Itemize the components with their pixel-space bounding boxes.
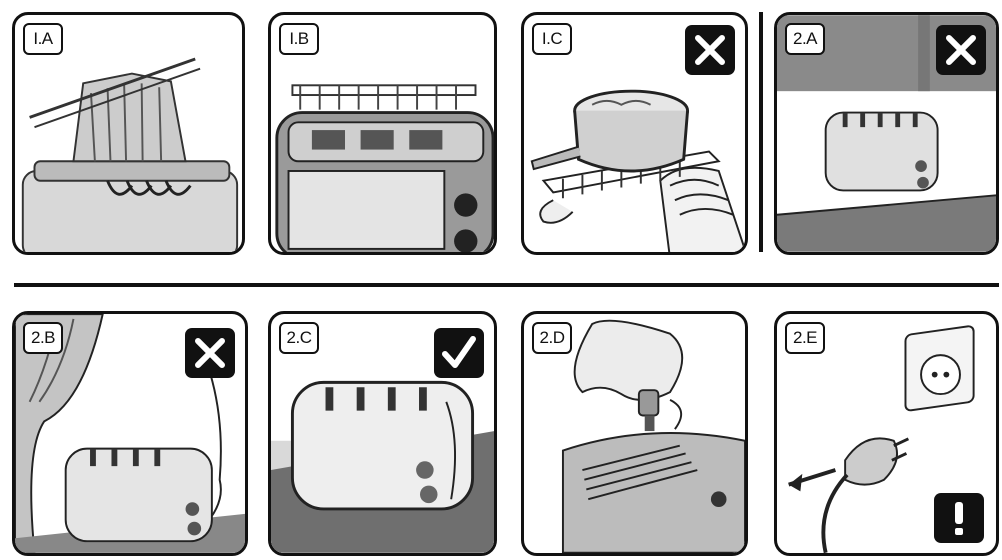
panel-label: 2.A xyxy=(785,23,825,55)
exclamation-icon xyxy=(934,493,984,543)
panel-label: 2.B xyxy=(23,322,63,354)
panel-1c: I.C xyxy=(521,12,748,255)
panel-label: I.B xyxy=(279,23,319,55)
panel-1b: I.B xyxy=(268,12,497,255)
section-divider-horizontal xyxy=(14,283,999,287)
panel-label: 2.D xyxy=(532,322,572,354)
cross-icon xyxy=(185,328,235,378)
panel-label: 2.C xyxy=(279,322,319,354)
cross-icon xyxy=(936,25,986,75)
panel-2e: 2.E xyxy=(774,311,999,556)
panel-2d: 2.D xyxy=(521,311,748,556)
cross-icon xyxy=(685,25,735,75)
panel-2b: 2.B xyxy=(12,311,248,556)
panel-label: I.A xyxy=(23,23,63,55)
panel-label: I.C xyxy=(532,23,572,55)
panel-1a: I.A xyxy=(12,12,245,255)
panel-2c: 2.C xyxy=(268,311,497,556)
section-divider-vertical xyxy=(759,12,763,252)
checkmark-icon xyxy=(434,328,484,378)
panel-label: 2.E xyxy=(785,322,825,354)
panel-2a: 2.A xyxy=(774,12,999,255)
